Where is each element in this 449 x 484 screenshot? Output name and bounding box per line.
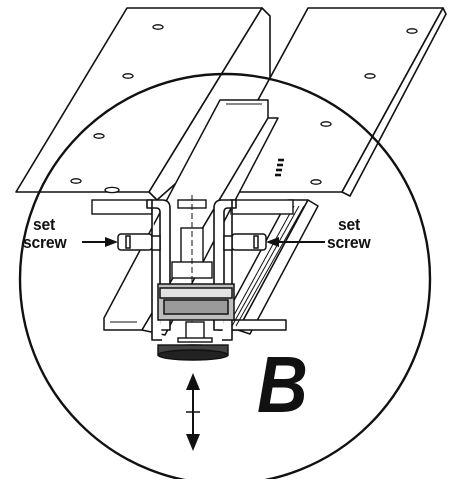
left-callout-line1: set — [33, 215, 56, 234]
left-callout-line2: screw — [23, 233, 67, 252]
view-letter: B — [257, 340, 308, 429]
right-set-screw — [223, 233, 267, 251]
left-mounting-plate — [15, 7, 271, 201]
arrow-right-icon — [82, 237, 118, 247]
right-callout-line1: set — [338, 215, 361, 234]
scale-marks — [275, 158, 284, 177]
left-set-screw — [117, 233, 161, 251]
arrow-left-icon — [266, 237, 325, 247]
leveling-foot — [157, 321, 229, 361]
magnified-detail — [91, 99, 319, 361]
magnifier-circle — [18, 72, 432, 484]
left-plate-holes — [70, 24, 164, 194]
right-callout-line2: screw — [327, 233, 371, 252]
double-headed-vertical-arrow-icon — [186, 373, 200, 451]
